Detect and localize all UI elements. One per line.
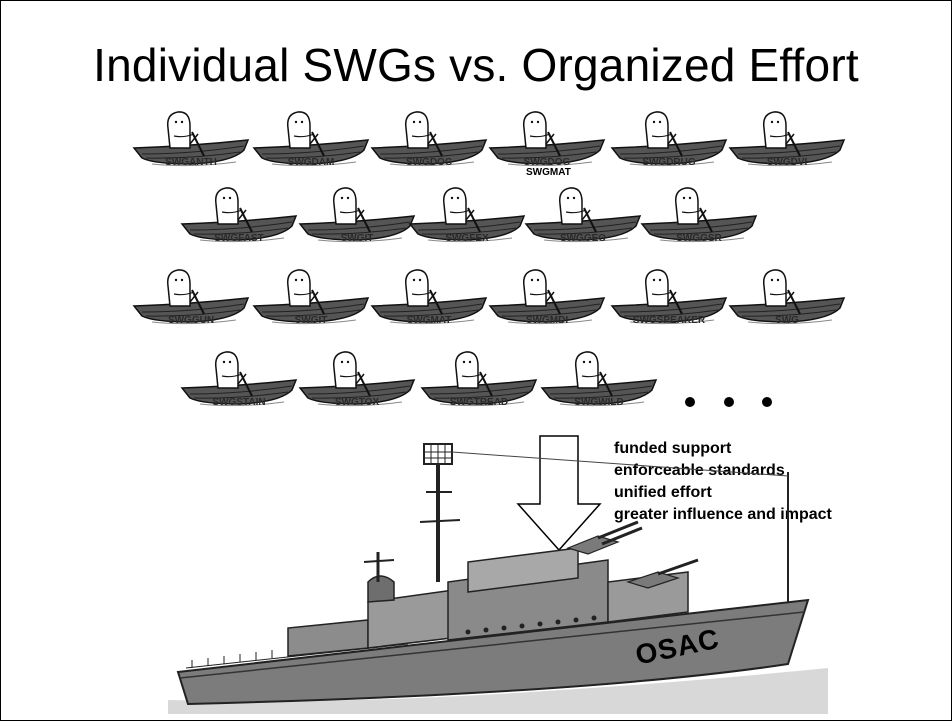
- boat-label: SWG: [775, 315, 799, 326]
- rowboat: SWGTOX: [298, 344, 416, 412]
- rowboat-icon: [728, 111, 846, 167]
- rowboat: SWGMAT: [370, 262, 488, 330]
- rowboat: SWGDRUG: [610, 104, 728, 172]
- boat-label: SWGSTAIN: [212, 397, 266, 408]
- ellipsis-dot: [724, 397, 734, 407]
- boat-label: SWGFEX: [445, 233, 489, 244]
- rowboat-icon: [370, 111, 488, 167]
- rowboat-icon: [488, 269, 606, 325]
- rowboat-icon: [408, 187, 526, 243]
- boat-label: SWGIT: [294, 315, 328, 326]
- down-arrow-icon: [516, 435, 602, 552]
- rowboat: SWGMDI: [488, 262, 606, 330]
- slide-title: Individual SWGs vs. Organized Effort: [93, 39, 859, 91]
- boat-label: SWGFAST: [214, 233, 264, 244]
- boat-label: SWGDRUG: [642, 157, 696, 168]
- rowboat-icon: [298, 351, 416, 407]
- rowboat: SWGGUN: [132, 262, 250, 330]
- rowboat-icon: [540, 351, 658, 407]
- rowboat: SWGIT: [298, 180, 416, 248]
- rowboat-icon: [370, 269, 488, 325]
- rowboat-icon: [180, 351, 298, 407]
- boat-label: SWGTOX: [334, 397, 380, 408]
- rowboat: SWGDAM: [252, 104, 370, 172]
- rowboat: SWGSPEAKER: [610, 262, 728, 330]
- boat-label: SWGMDI: [525, 315, 569, 326]
- boat-label: SWGDOC: [405, 157, 453, 168]
- rowboat: SWGDOC: [370, 104, 488, 172]
- rowboat: SWGGEO: [524, 180, 642, 248]
- rowboat: SWGDOG: [488, 104, 606, 172]
- rowboat: SWG: [728, 262, 846, 330]
- extra-boat-label: SWGMAT: [526, 167, 571, 178]
- rowboat: SWGFAST: [180, 180, 298, 248]
- boat-label: SWGANTH: [165, 157, 217, 168]
- boat-label: SWGGSR: [676, 233, 722, 244]
- boat-label: SWGWILD: [574, 397, 624, 408]
- rowboat: SWGSTAIN: [180, 344, 298, 412]
- rowboat-icon: [524, 187, 642, 243]
- rowboat: SWGANTH: [132, 104, 250, 172]
- ellipsis-dot: [685, 397, 695, 407]
- boat-label: SWGIT: [340, 233, 374, 244]
- boat-label: SWGGUN: [167, 315, 215, 326]
- rowboat: SWGGSR: [640, 180, 758, 248]
- rowboat-icon: [180, 187, 298, 243]
- rowboat-icon: [610, 269, 728, 325]
- boat-label: SWGSPEAKER: [632, 315, 706, 326]
- rowboat: SWGWILD: [540, 344, 658, 412]
- rowboat: SWGTREAD: [420, 344, 538, 412]
- rowboat-icon: [640, 187, 758, 243]
- rowboat-icon: [420, 351, 538, 407]
- rowboat-icon: [298, 187, 416, 243]
- boat-label: SWGDAM: [287, 157, 335, 168]
- boat-label: SWGDOG: [523, 157, 571, 168]
- ellipsis-dot: [762, 397, 772, 407]
- rowboat-icon: [610, 111, 728, 167]
- rowboat-icon: [728, 269, 846, 325]
- boat-label: SWGTREAD: [449, 397, 509, 408]
- boat-label: SWGGEO: [559, 233, 607, 244]
- boat-label: SWGDVI: [766, 157, 808, 168]
- boat-label: SWGMAT: [406, 315, 452, 326]
- benefit-item: unified effort: [614, 484, 712, 501]
- rowboat-icon: [252, 111, 370, 167]
- rowboat-icon: [488, 111, 606, 167]
- rowboat-icon: [132, 111, 250, 167]
- benefit-item: greater influence and impact: [614, 506, 832, 523]
- rowboat: SWGFEX: [408, 180, 526, 248]
- rowboat-icon: [132, 269, 250, 325]
- benefit-item: funded support: [614, 440, 732, 457]
- rowboat: SWGDVI: [728, 104, 846, 172]
- rowboat: SWGIT: [252, 262, 370, 330]
- battleship-icon: [168, 443, 828, 714]
- rowboat-icon: [252, 269, 370, 325]
